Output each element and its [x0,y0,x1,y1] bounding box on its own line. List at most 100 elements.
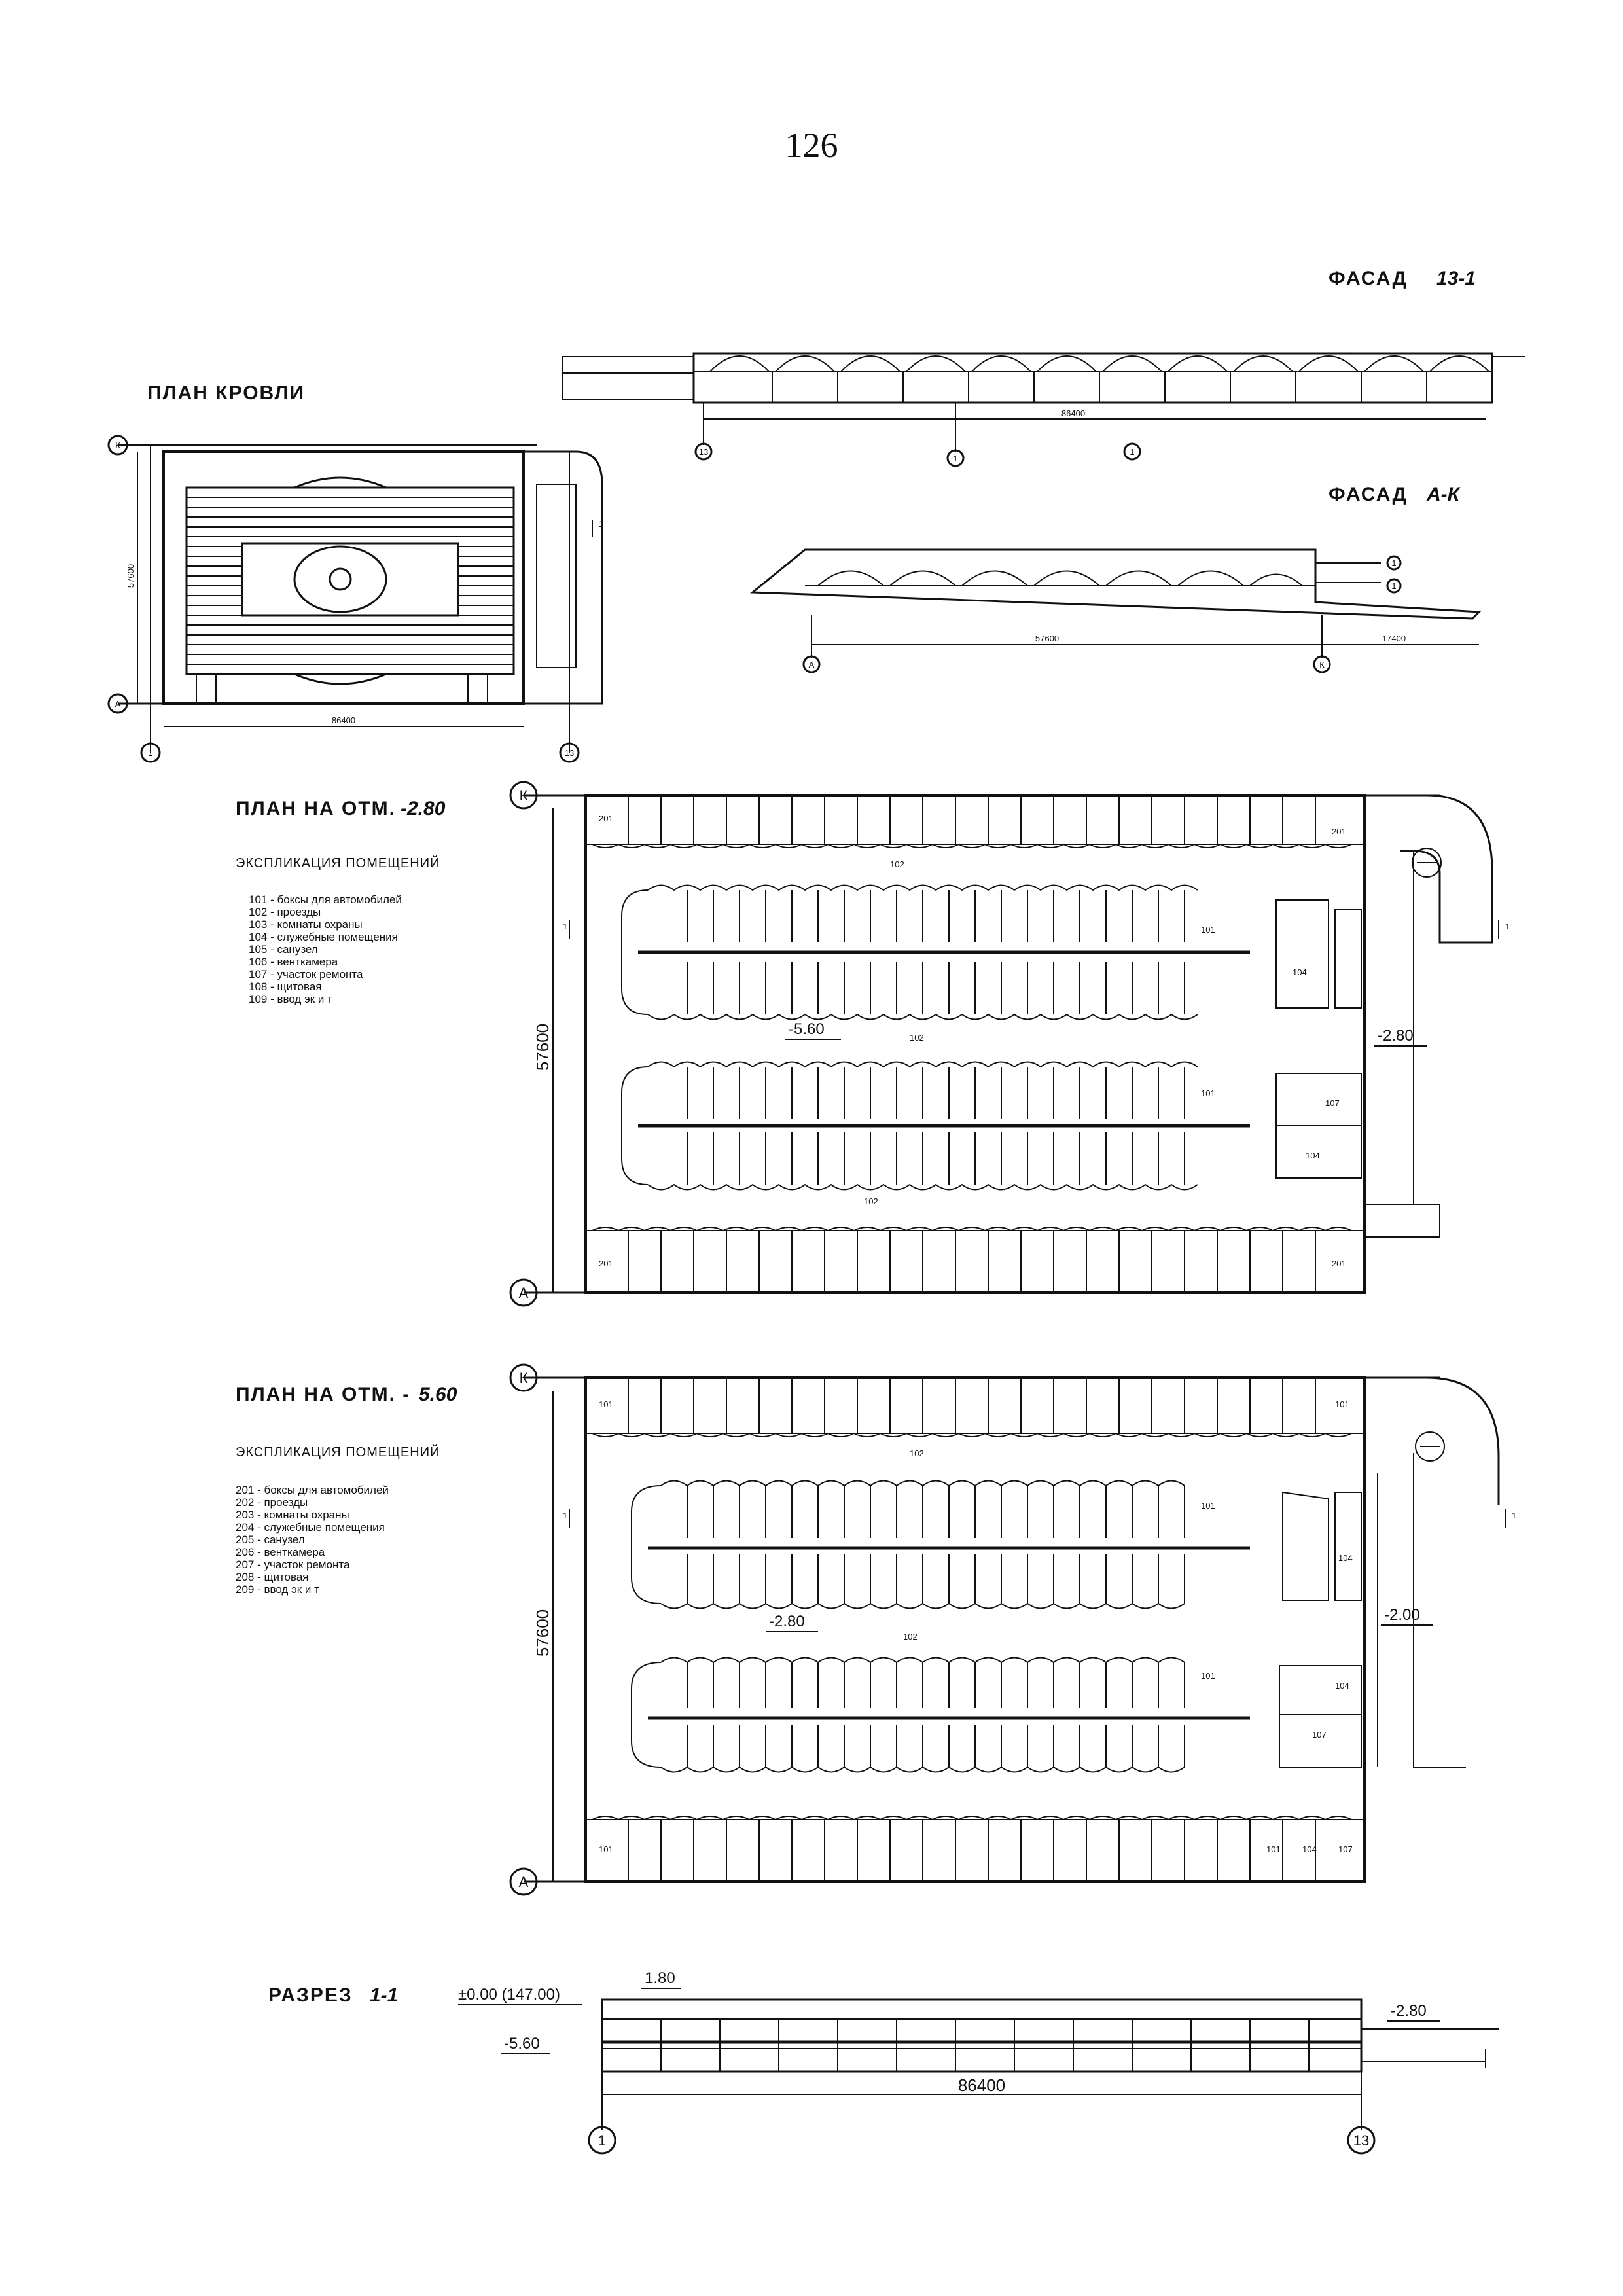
facade-a-k-axis-left-marker [802,655,821,673]
plan-upper-legend-item: 102 - проезды [249,906,321,918]
room-label: 101 [1201,925,1215,935]
plan-lower-dim-vertical: 57600 [533,1609,552,1657]
plan-upper-ramp [1364,794,1493,944]
page-number: 126 [785,126,838,165]
room-label: 101 [1266,1844,1281,1854]
room-label: 101 [1201,1671,1215,1681]
plan-lower-top-bay [586,1378,1364,1437]
facade-a-k-dim2: 17400 [1382,634,1406,643]
room-label: 101 [1335,1399,1349,1409]
plan-upper-axis-bottom-label: А [519,1285,529,1301]
facade-13-1-axis-b-marker [1123,442,1141,461]
roof-plan: ПЛАН КРОВЛИ К А 1 13 [107,382,603,763]
section-title: РАЗРЕЗ [268,1984,353,2006]
plan-lower-legend-item: 202 - проезды [236,1496,308,1509]
section-axis-right-label: 13 [1353,2132,1369,2149]
section-level-right: -2.80 [1391,2002,1427,2020]
section-level-bottom: -5.60 [504,2035,540,2053]
room-label: 102 [910,1033,924,1043]
section-axis-left-label: 1 [598,2132,606,2149]
facade-13-1-axis-b-label: 1 [1130,447,1134,457]
facade-13-1-title-suffix: 13-1 [1436,268,1476,289]
roof-hatch [185,476,515,685]
plan-lower-title: ПЛАН НА ОТМ. - [236,1384,410,1405]
plan-upper-top-bay [586,795,1364,848]
facade-a-k-axis-r1-marker [1386,555,1402,571]
plan-upper-legend-item: 101 - боксы для автомобилей [249,893,402,906]
room-label: 101 [599,1399,613,1409]
facade-13-1-axis-a-marker [946,449,965,467]
plan-upper-title: ПЛАН НА ОТМ. [236,798,396,819]
plan-upper-level-mark: -5.60 [789,1020,825,1038]
plan-lower-row-1 [631,1480,1362,1609]
section-outline [601,1998,1363,2073]
plan-upper-legend-item: 108 - щитовая [249,980,322,993]
roof-axis-right-label: 13 [565,748,574,758]
roof-dim-vertical: 57600 [126,564,135,588]
plan-upper-cut-mark-right: 1 [1505,922,1510,931]
room-label: 104 [1302,1844,1317,1854]
plan-upper-row-1 [621,884,1362,1020]
plan-lower-cut-mark-right: 1 [1512,1511,1516,1520]
facade-a-k-axis-mid-marker [1313,655,1331,673]
section-dim: 86400 [958,2075,1005,2095]
room-label: 201 [599,1259,613,1268]
plan-upper-axis-top-marker [509,781,538,810]
plan-upper-legend-item: 103 - комнаты охраны [249,918,363,931]
roof-dim-horizontal: 86400 [332,715,355,725]
plan-upper-outline [584,794,1366,1294]
facade-a-k-axis-left-label: А [809,660,815,670]
plan-lower: ПЛАН НА ОТМ. - 5.60 ЭКСПЛИКАЦИЯ ПОМЕЩЕНИ… [236,1363,1516,1896]
room-label: 102 [890,859,904,869]
facade-a-k-axis-r2-label: 1 [1391,581,1396,591]
plan-upper-legend-item: 105 - санузел [249,943,318,956]
roof-cut-mark: 1 [599,519,603,529]
roof-axis-right-marker [559,742,580,763]
plan-upper-legend-item: 109 - ввод эк и т [249,993,332,1005]
room-label: 101 [1201,1088,1215,1098]
plan-lower-legend-item: 204 - служебные помещения [236,1521,385,1534]
plan-lower-axis-top-marker [509,1363,538,1392]
facade-13-1-outline [692,352,1493,404]
plan-lower-title-suffix: 5.60 [419,1384,457,1405]
facade-13-1-axis-left-label: 13 [699,447,708,457]
roof-ramp-outline [524,450,603,705]
plan-lower-legend-item: 209 - ввод эк и т [236,1583,319,1596]
facade-a-k-title: ФАСАД [1329,484,1408,505]
facade-13-1-title: ФАСАД [1329,268,1408,289]
room-label: 201 [1332,827,1346,836]
plan-lower-legend-item: 207 - участок ремонта [236,1558,350,1571]
plan-upper-cut-mark-left: 1 [563,922,567,931]
roof-plan-title: ПЛАН КРОВЛИ [147,382,305,404]
plan-upper-title-suffix: -2.80 [401,798,446,819]
plan-upper-legend-item: 107 - участок ремонта [249,968,363,980]
plan-lower-axis-bottom-marker [509,1867,538,1896]
plan-upper-legend-title: ЭКСПЛИКАЦИЯ ПОМЕЩЕНИЙ [236,855,440,870]
plan-lower-axis-top-label: К [520,1370,528,1386]
plan-lower-legend-item: 208 - щитовая [236,1571,309,1583]
facade-a-k-axis-r2-marker [1386,578,1402,594]
plan-lower-ramp [1364,1376,1500,1505]
facade-a-k: ФАСАД А-К 1 1 57600 17400 А К [749,484,1482,673]
section-1-1: РАЗРЕЗ 1-1 ±0.00 (147.00) 1.80 -2.80 -5.… [268,1969,1499,2155]
facade-13-1: ФАСАД 13-1 86400 13 1 1 [562,268,1525,467]
facade-a-k-arches [805,570,1315,586]
facade-a-k-dim1: 57600 [1035,634,1059,643]
roof-axis-left-marker [140,742,161,763]
plan-upper-axis-top-label: К [520,787,528,804]
plan-lower-legend-item: 205 - санузел [236,1534,305,1546]
room-label: 101 [1201,1501,1215,1511]
plan-lower-legend-item: 203 - комнаты охраны [236,1509,349,1521]
facade-a-k-axis-r1-label: 1 [1391,558,1396,568]
plan-lower-level-mark-right: -2.00 [1384,1606,1420,1624]
room-label: 201 [599,814,613,823]
facade-a-k-axis-mid-label: К [1319,660,1325,670]
section-axis-right-marker [1347,2126,1376,2155]
facade-13-1-dim: 86400 [1061,408,1085,418]
facade-a-k-title-suffix: А-К [1426,484,1461,505]
room-label: 107 [1325,1098,1340,1108]
section-level-top: ±0.00 (147.00) [458,1986,560,2003]
facade-a-k-outline [749,548,1482,620]
room-label: 104 [1335,1681,1349,1691]
